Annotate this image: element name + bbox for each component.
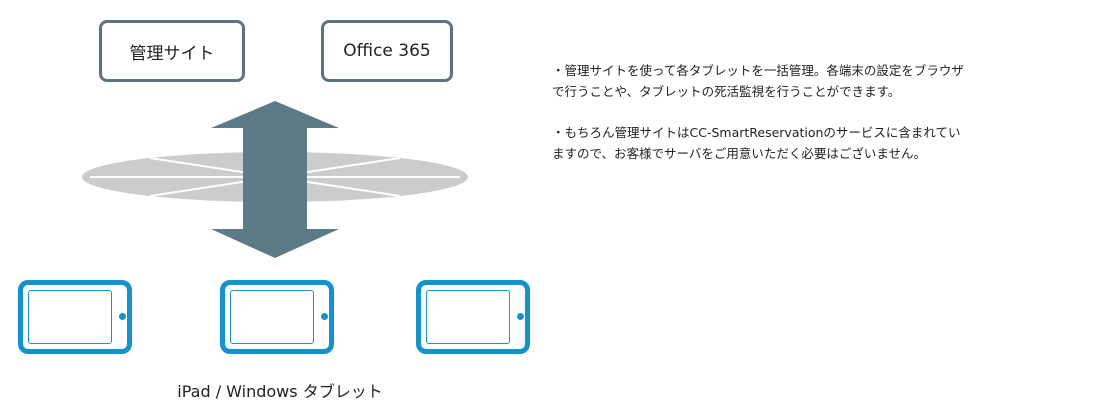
tablet-icon bbox=[220, 280, 334, 354]
double-arrow-icon bbox=[211, 101, 339, 258]
tablet-screen bbox=[230, 290, 314, 344]
notes-list: ・管理サイトを使って各タブレットを一括管理。各端末の設定をブラウザ で行うことや… bbox=[552, 60, 1092, 184]
tablet-icon bbox=[18, 280, 132, 354]
note-item: ・管理サイトを使って各タブレットを一括管理。各端末の設定をブラウザ で行うことや… bbox=[552, 63, 964, 99]
admin-site-label: 管理サイト bbox=[129, 43, 215, 64]
tablet-home-button bbox=[119, 313, 126, 320]
connection-diagram bbox=[82, 101, 468, 258]
office365-label: Office 365 bbox=[343, 41, 431, 61]
note-item: ・もちろん管理サイトはCC-SmartReservationのサービスに含まれて… bbox=[552, 125, 961, 161]
tablet-home-button bbox=[517, 313, 524, 320]
tablet-icon bbox=[416, 280, 530, 354]
office365-box: Office 365 bbox=[321, 20, 453, 82]
admin-site-box: 管理サイト bbox=[99, 20, 245, 82]
tablet-screen bbox=[28, 290, 112, 344]
tablet-caption: iPad / Windows タブレット bbox=[177, 382, 383, 401]
tablet-home-button bbox=[321, 313, 328, 320]
tablet-screen bbox=[426, 290, 510, 344]
